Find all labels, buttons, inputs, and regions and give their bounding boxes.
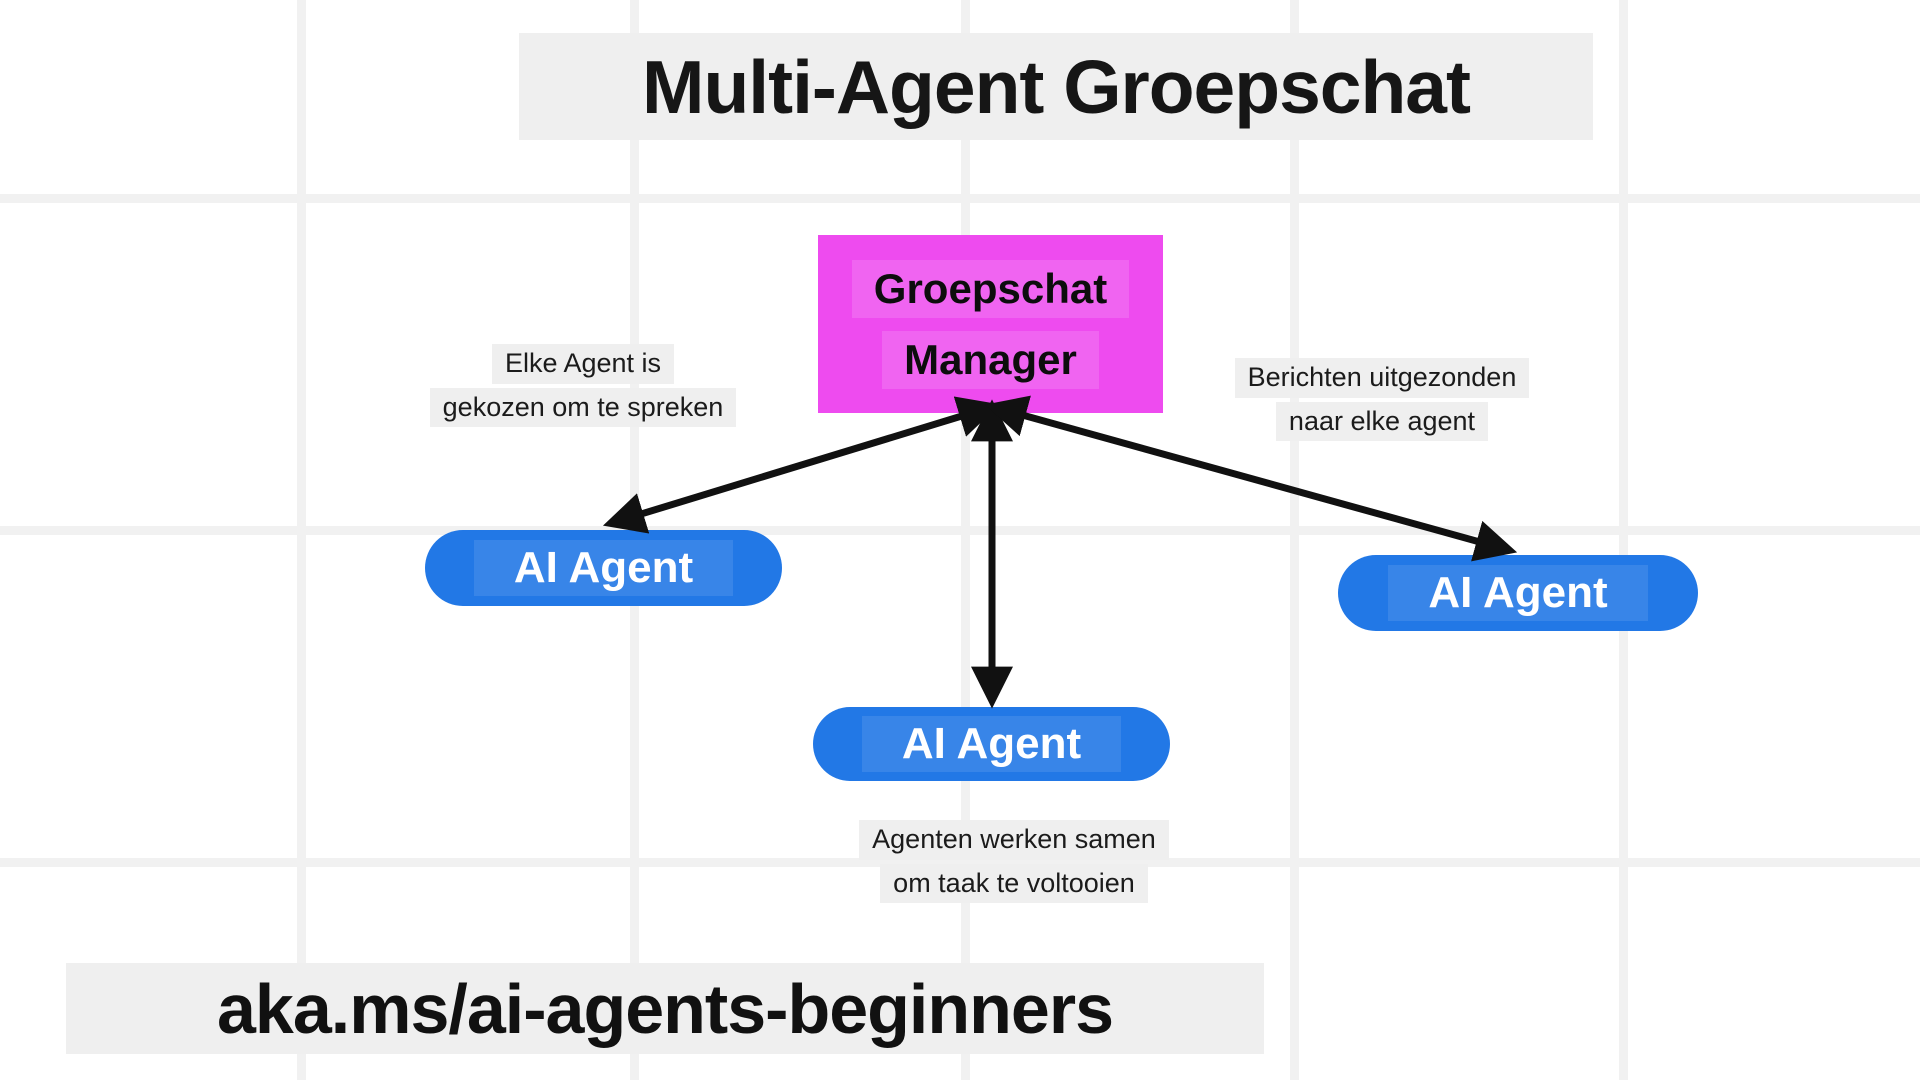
ai-agent-label: AI Agent [861,716,1122,772]
grid-line-horizontal [0,858,1920,867]
annotation-line: Berichten uitgezonden [1234,358,1530,398]
grid-line-vertical [297,0,306,1080]
annotation-line: Elke Agent is [491,344,675,384]
ai-agent-node-left: AI Agent [425,530,782,606]
ai-agent-label: AI Agent [473,540,734,596]
ai-agent-node-middle: AI Agent [813,707,1170,781]
annotation-line: gekozen om te spreken [429,387,737,428]
annotation-message-broadcast: Berichten uitgezonden naar elke agent [1172,356,1592,443]
groupchat-manager-box: Groepschat Manager [818,235,1163,413]
annotation-line: Agenten werken samen [859,820,1169,860]
ai-agent-node-right: AI Agent [1338,555,1698,631]
grid-line-vertical [961,0,970,1080]
manager-label-line1: Groepschat [851,259,1130,318]
grid-line-horizontal [0,194,1920,203]
annotation-agent-selection: Elke Agent is gekozen om te spreken [373,342,793,429]
ai-agent-label: AI Agent [1388,565,1648,621]
annotation-line: om taak te voltooien [880,863,1148,904]
grid-line-vertical [1290,0,1299,1080]
footer-band: aka.ms/ai-agents-beginners [66,963,1264,1054]
grid-line-horizontal [0,526,1920,535]
grid-line-vertical [1619,0,1628,1080]
diagram-title: Multi-Agent Groepschat [641,44,1471,129]
title-band: Multi-Agent Groepschat [519,33,1593,140]
annotation-agents-collaborate: Agenten werken samen om taak te voltooie… [804,818,1224,905]
footer-link: aka.ms/ai-agents-beginners [217,969,1114,1048]
annotation-line: naar elke agent [1275,401,1489,442]
manager-label-line2: Manager [882,330,1099,389]
